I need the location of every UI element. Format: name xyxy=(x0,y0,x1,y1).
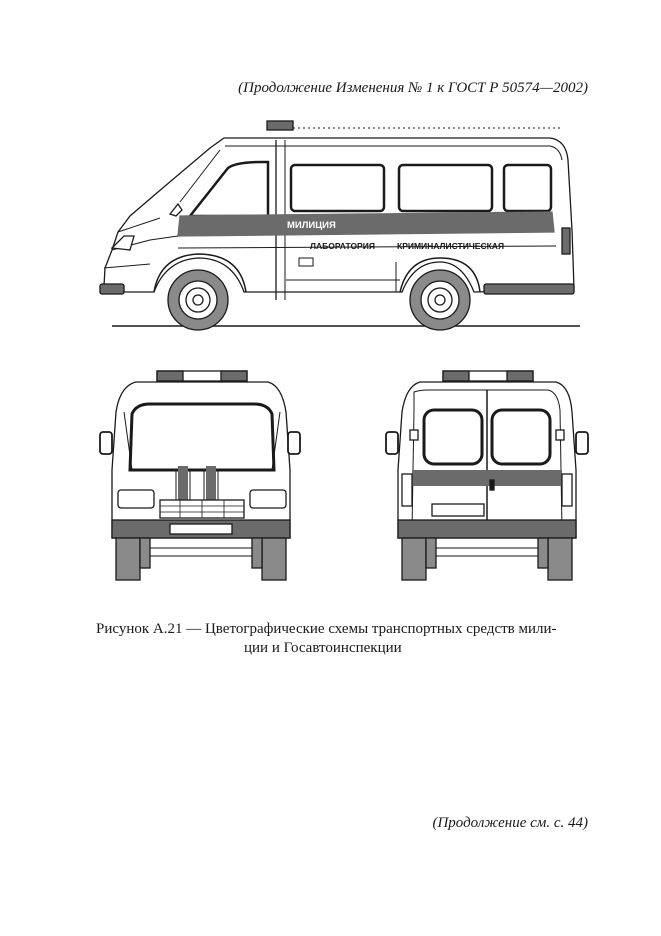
van-side-view xyxy=(99,120,580,331)
side-lab-label-2: КРИМИНАЛИСТИЧЕСКАЯ xyxy=(397,241,504,251)
front-windshield xyxy=(128,402,276,472)
rear-stripe xyxy=(412,470,562,486)
rear-license-plate xyxy=(431,503,485,517)
van-rear-view xyxy=(385,370,589,581)
side-lab-label-1: ЛАБОРАТОРИЯ xyxy=(310,241,375,251)
van-front-view xyxy=(99,370,301,581)
front-door-window xyxy=(187,160,270,218)
figure-caption: Рисунок А.21 — Цветографические схемы тр… xyxy=(96,620,596,658)
side-window-3 xyxy=(502,163,553,213)
vehicle-color-scheme-figure: МИЛИЦИЯ ЛАБОРАТОРИЯ КРИМИНАЛИСТИЧЕСКАЯ xyxy=(99,120,589,581)
roof-beacon xyxy=(266,120,294,131)
side-window-1 xyxy=(289,163,386,213)
rear-wheel-side xyxy=(409,269,471,331)
rear-window-left xyxy=(422,408,484,466)
figure-caption-line-1: Рисунок А.21 — Цветографические схемы тр… xyxy=(96,621,557,637)
figure-caption-line-2: ции и Госавтоинспекции xyxy=(244,640,402,656)
rear-bumper xyxy=(397,519,577,539)
header-continuation-note: (Продолжение Изменения № 1 к ГОСТ Р 5057… xyxy=(238,80,588,96)
side-stripe-label: МИЛИЦИЯ xyxy=(287,220,336,231)
side-window-2 xyxy=(397,163,494,213)
footer-continuation-note: (Продолжение см. с. 44) xyxy=(432,815,588,831)
rear-window-right xyxy=(490,408,552,466)
front-wheel-side xyxy=(167,269,229,331)
side-stripe xyxy=(177,211,555,237)
